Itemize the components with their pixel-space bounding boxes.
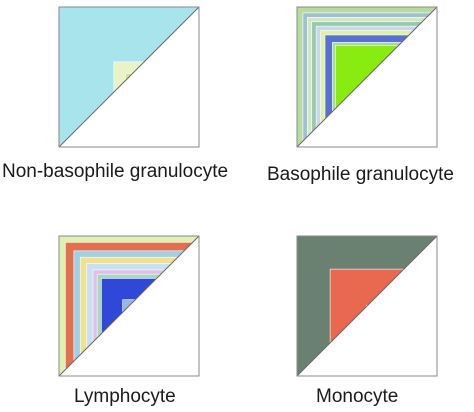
diagonal-line (58, 235, 200, 377)
panel-non-basophile-granulocyte (58, 6, 200, 148)
caption-monocyte: Monocyte (316, 386, 399, 407)
caption-non-basophile-granulocyte: Non-basophile granulocyte (2, 161, 229, 182)
caption-basophile-granulocyte: Basophile granulocyte (267, 164, 454, 185)
plot-frame (58, 235, 200, 377)
diagonal-line (58, 6, 200, 148)
plot-frame (296, 235, 438, 377)
triangular-matrix-plot (296, 6, 438, 148)
caption-lymphocyte: Lymphocyte (74, 386, 176, 407)
plot-frame (58, 6, 200, 148)
panel-lymphocyte (58, 235, 200, 377)
panel-basophile-granulocyte (296, 6, 438, 148)
panel-monocyte (296, 235, 438, 377)
triangular-matrix-plot (296, 235, 438, 377)
diagonal-line (296, 6, 438, 148)
plot-frame (296, 6, 438, 148)
diagonal-line (296, 235, 438, 377)
triangular-matrix-plot (58, 6, 200, 148)
triangular-matrix-plot (58, 235, 200, 377)
